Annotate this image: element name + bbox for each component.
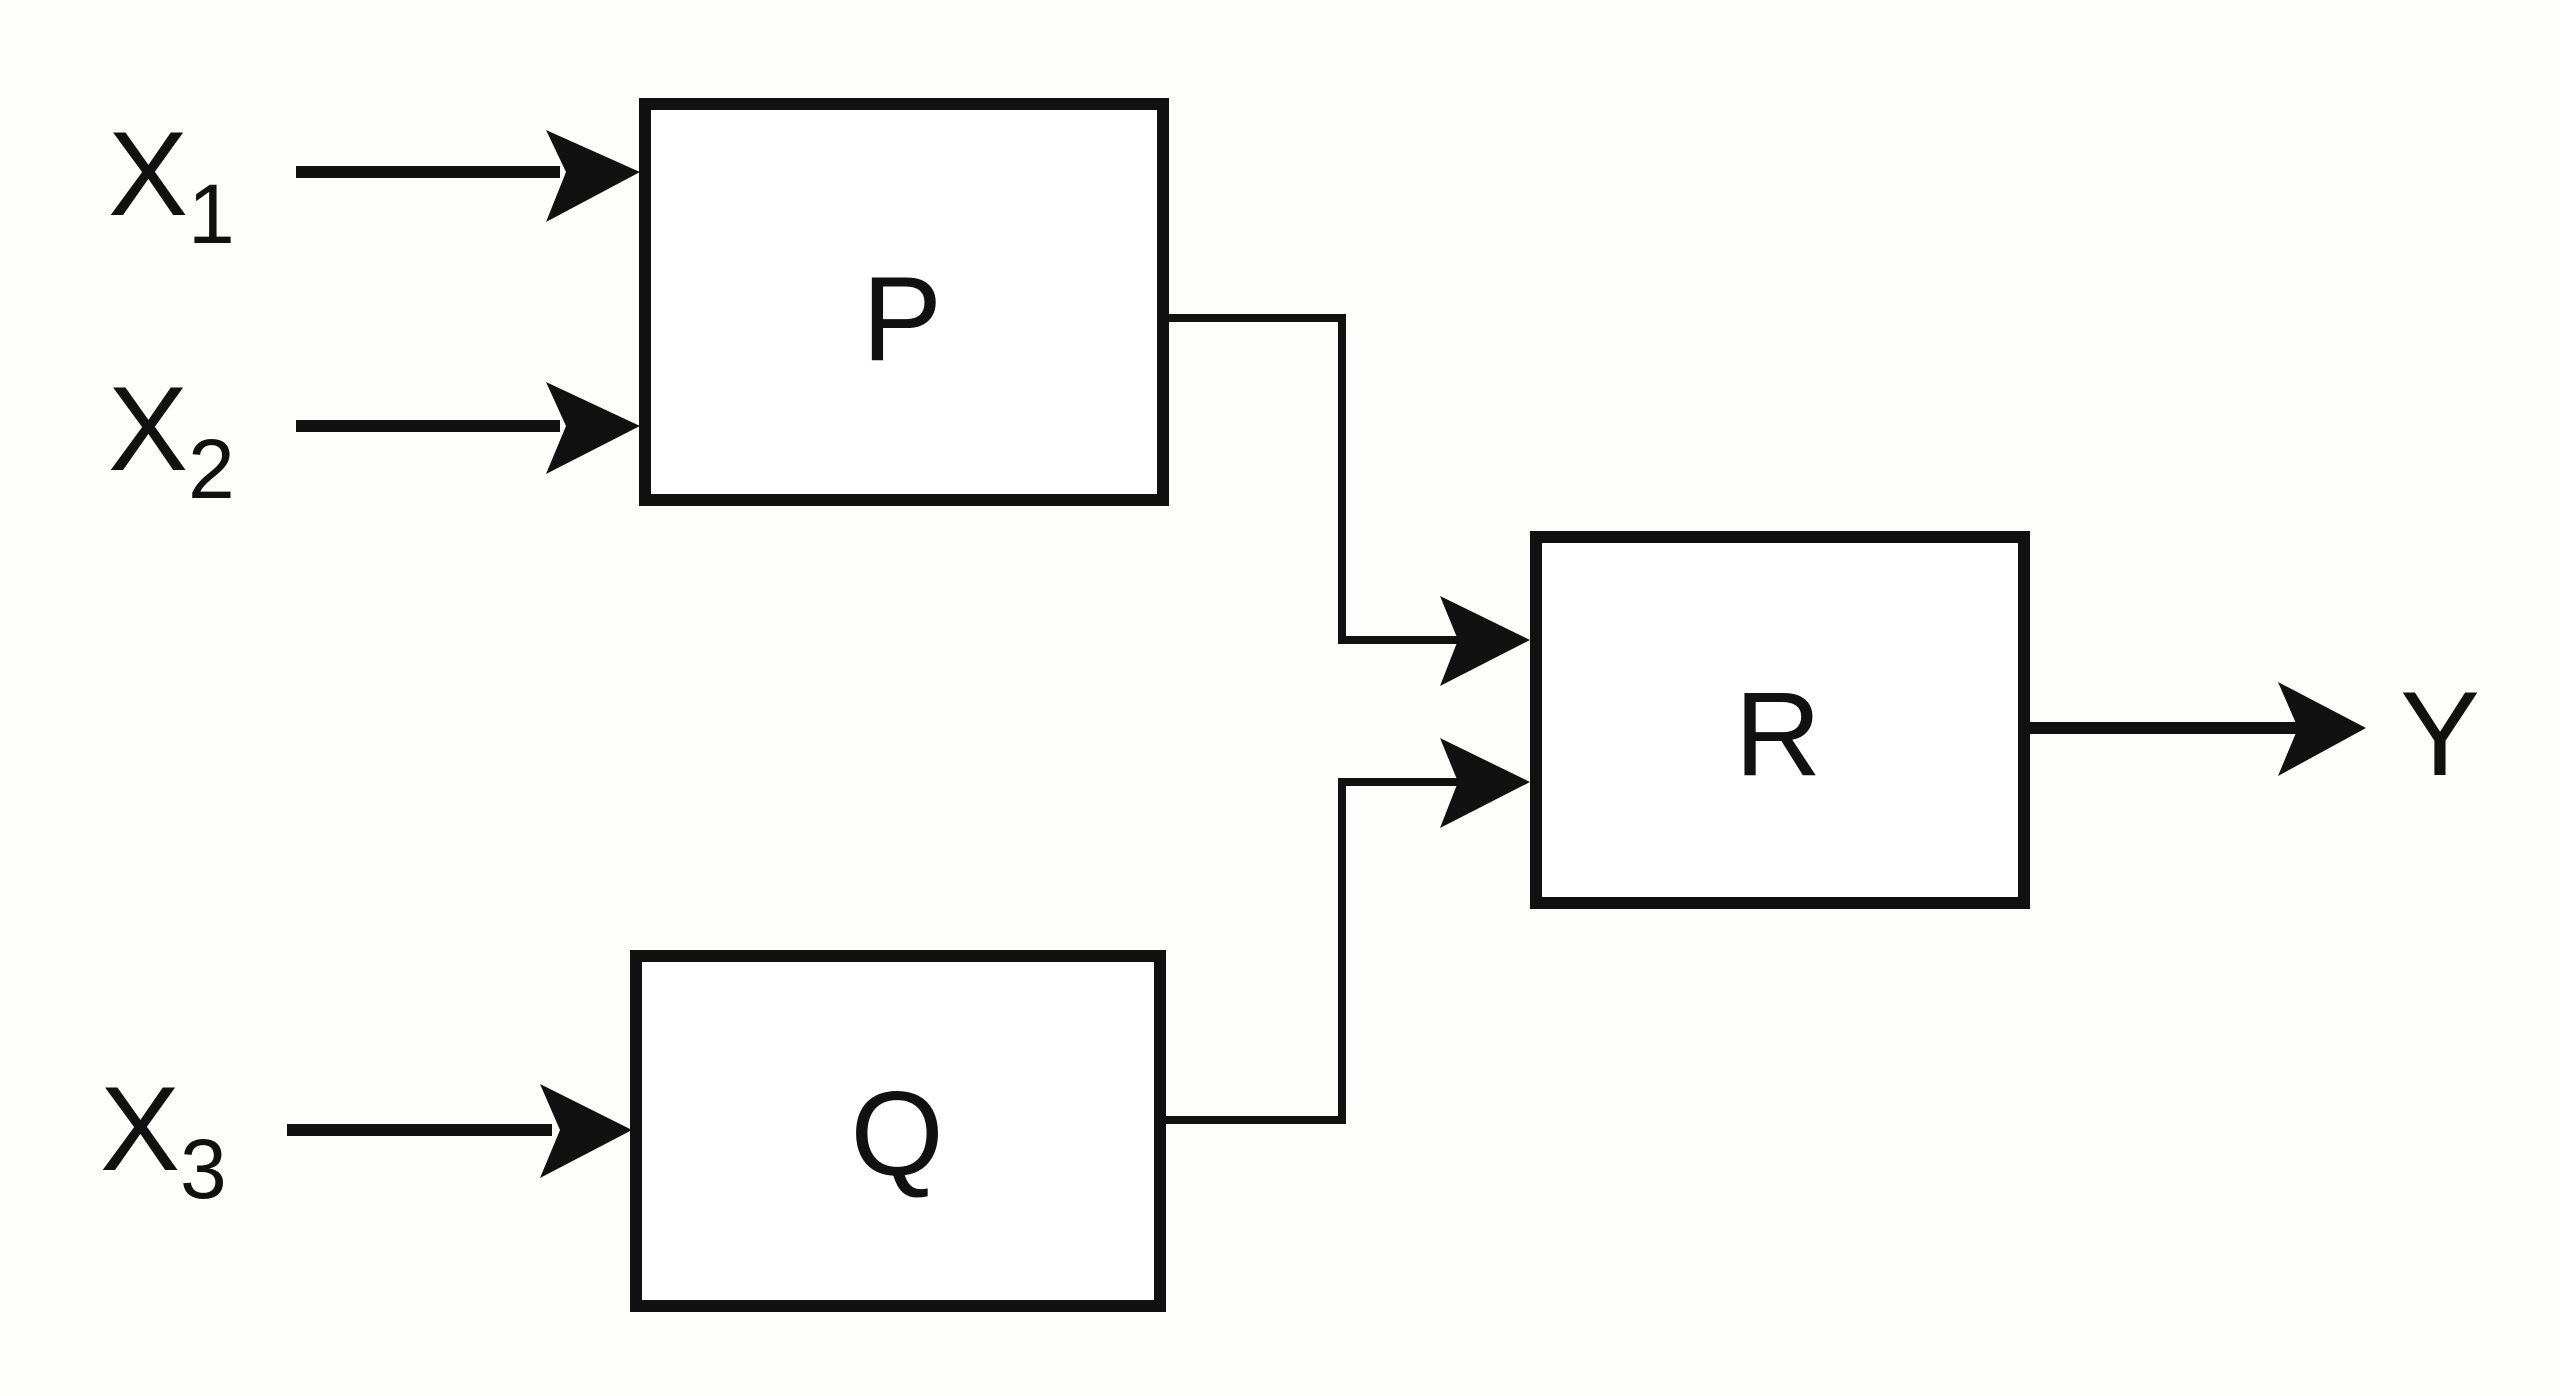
- connector-q-r-line: [1166, 778, 1460, 1124]
- connector-p-to-r: [1169, 314, 1530, 686]
- connector-q-r-head-icon: [1440, 738, 1530, 828]
- block-r-label: R: [1735, 667, 1822, 801]
- connector-p-r-line: [1169, 314, 1460, 644]
- block-p: P: [639, 98, 1169, 506]
- connector-p-r-head-icon: [1440, 596, 1530, 686]
- block-q-rect: [630, 950, 1166, 1312]
- block-q: Q: [630, 950, 1166, 1312]
- arrow-y-head-icon: [2278, 682, 2366, 776]
- arrow-x2-head-icon: [546, 382, 640, 474]
- input-x1: X1: [108, 107, 640, 261]
- block-r: R: [1530, 531, 2030, 909]
- block-q-label: Q: [850, 1067, 943, 1201]
- input-x2: X2: [108, 362, 640, 516]
- arrow-x1-head-icon: [546, 130, 640, 222]
- input-x3-label: X3: [100, 1062, 227, 1216]
- input-x1-label: X1: [108, 107, 235, 261]
- block-p-label: P: [862, 252, 942, 386]
- arrow-x3-head-icon: [540, 1084, 632, 1178]
- input-x3: X3: [100, 1062, 632, 1216]
- block-p-rect: [639, 98, 1169, 506]
- output-y: Y: [2030, 667, 2480, 801]
- input-x2-label: X2: [108, 362, 235, 516]
- connector-q-to-r: [1166, 738, 1530, 1124]
- output-y-label: Y: [2400, 667, 2480, 801]
- block-r-rect: [1530, 531, 2030, 909]
